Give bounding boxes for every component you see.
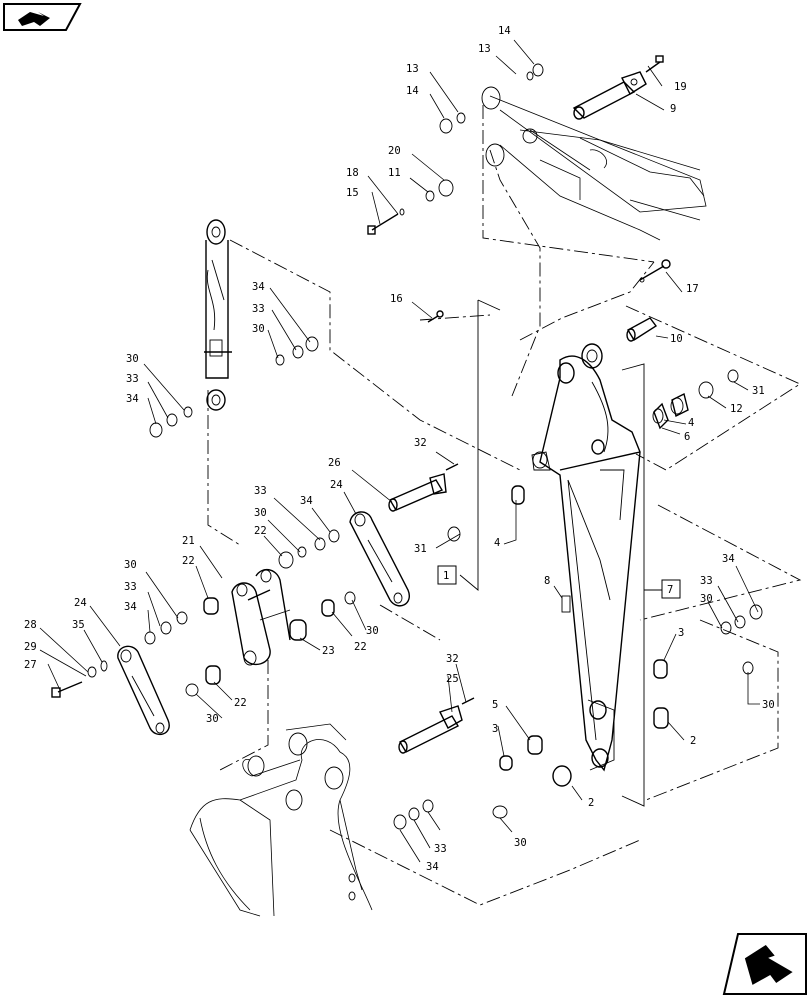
callout-c30e: 30 (206, 713, 219, 725)
link-21 (231, 569, 291, 666)
bucket (189, 723, 373, 917)
callout-c5: 5 (492, 699, 498, 711)
callout-c17: 17 (686, 283, 699, 295)
callout-c33e: 33 (700, 575, 713, 587)
boom-upper-ghost (481, 86, 707, 241)
callout-c21: 21 (182, 535, 195, 547)
callout-c33c: 33 (254, 485, 267, 497)
previous-page-icon[interactable] (3, 3, 82, 31)
callout-c18: 18 (346, 167, 359, 179)
callout-c9: 9 (670, 103, 676, 115)
callout-c20: 20 (388, 145, 401, 157)
grease-fitting-16 (427, 310, 444, 323)
callout-c30g: 30 (700, 593, 713, 605)
callout-c14a: 14 (498, 25, 511, 37)
bushings-link (144, 597, 335, 697)
callout-c34e: 34 (722, 553, 735, 565)
callout-c8: 8 (544, 575, 550, 587)
washer-set-bottom (393, 799, 434, 830)
grease-fitting-17 (639, 259, 671, 283)
callout-c25: 25 (446, 673, 459, 685)
callout-c2b: 2 (588, 797, 594, 809)
callout-c12: 12 (730, 403, 743, 415)
callout-c26: 26 (328, 457, 341, 469)
callout-c16: 16 (390, 293, 403, 305)
washer-set-cylinder (149, 336, 319, 438)
callout-c3a: 3 (678, 627, 684, 639)
callout-c33b: 33 (126, 373, 139, 385)
pin-25 (398, 697, 475, 754)
callout-c4b: 4 (494, 537, 500, 549)
callout-c34b: 34 (126, 393, 139, 405)
callout-c27: 27 (24, 659, 37, 671)
pin-10 (626, 317, 658, 342)
callout-c23: 23 (322, 645, 335, 657)
link-24-lower (117, 645, 170, 736)
callout-c22d: 22 (354, 641, 367, 653)
callout-c33f: 33 (434, 843, 447, 855)
washer-set-top (367, 63, 544, 235)
callout-c14b: 14 (406, 85, 419, 97)
callout-c28: 28 (24, 619, 37, 631)
callout-c30f: 30 (366, 625, 379, 637)
callout-c22b: 22 (182, 555, 195, 567)
boxed-callout-1: 1 (437, 565, 457, 585)
callout-labels: 14 13 13 14 19 9 20 11 18 15 17 16 10 34… (24, 25, 775, 873)
link-24-upper (349, 511, 410, 607)
group-brackets (459, 299, 662, 807)
callout-c34a: 34 (252, 281, 265, 293)
callout-c34d: 34 (124, 601, 137, 613)
callout-c33d: 33 (124, 581, 137, 593)
callout-c31a: 31 (752, 385, 765, 397)
callout-c22a: 22 (254, 525, 267, 537)
callout-c34f: 34 (426, 861, 439, 873)
callout-c30b: 30 (126, 353, 139, 365)
callout-c32b: 32 (446, 653, 459, 665)
callout-c30c: 30 (254, 507, 267, 519)
svg-text:7: 7 (667, 584, 673, 596)
callout-c22c: 22 (234, 697, 247, 709)
callout-c30i: 30 (514, 837, 527, 849)
callout-c2a: 2 (690, 735, 696, 747)
callout-c35: 35 (72, 619, 85, 631)
svg-text:1: 1 (443, 570, 449, 582)
callout-c24b: 24 (74, 597, 87, 609)
boxed-callout-7: 7 (661, 579, 681, 599)
callout-c13a: 13 (478, 43, 491, 55)
callout-c33a: 33 (252, 303, 265, 315)
assembly-phantom-lines (207, 105, 802, 906)
callout-c15: 15 (346, 187, 359, 199)
bolt-19 (645, 55, 664, 73)
callout-c30a: 30 (252, 323, 265, 335)
callout-c24a: 24 (330, 479, 343, 491)
bolt-27 (51, 660, 108, 698)
callout-c4a: 4 (688, 417, 694, 429)
hydraulic-cylinder (204, 219, 232, 411)
callout-c3b: 3 (492, 723, 498, 735)
callout-c32a: 32 (414, 437, 427, 449)
next-page-icon[interactable] (722, 933, 807, 995)
callout-c6: 6 (684, 431, 690, 443)
leader-lines (39, 39, 760, 863)
callout-c34c: 34 (300, 495, 313, 507)
pin-9 (572, 71, 647, 120)
washer-set-link (278, 529, 356, 605)
callout-c31b: 31 (414, 543, 427, 555)
callout-c11: 11 (388, 167, 401, 179)
callout-c10: 10 (670, 333, 683, 345)
pin-26 (388, 463, 459, 512)
callout-c29: 29 (24, 641, 37, 653)
callout-c19: 19 (674, 81, 687, 93)
arm-assembly (531, 343, 641, 772)
callout-c30d: 30 (124, 559, 137, 571)
callout-c30h: 30 (762, 699, 775, 711)
callout-c13b: 13 (406, 63, 419, 75)
